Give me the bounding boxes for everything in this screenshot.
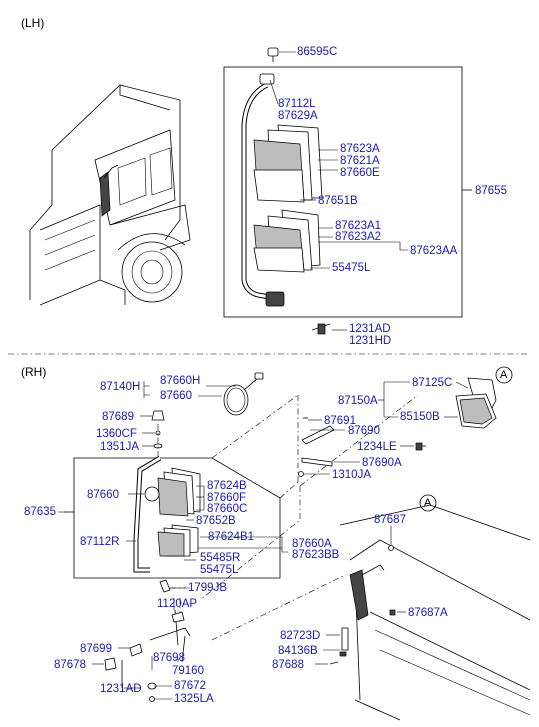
part-label-87651B[interactable]: 87651B [318, 195, 358, 207]
mirror-stay-rh [133, 455, 162, 573]
part-label-87660H[interactable]: 87660H [160, 375, 201, 387]
part-label-1310JA[interactable]: 1310JA [332, 469, 372, 481]
upper-mirror-rh [157, 467, 201, 517]
part-label-87623A2[interactable]: 87623A2 [335, 231, 382, 243]
part-label-1231HD[interactable]: 1231HD [349, 335, 392, 347]
mirror-stay-lh [241, 73, 285, 307]
screw-87688 [329, 661, 339, 665]
part-label-87687A[interactable]: 87687A [408, 607, 448, 619]
part-label-87140H[interactable]: 87140H [100, 381, 141, 393]
lh-assembly-frame [223, 66, 463, 318]
part-label-87699[interactable]: 87699 [80, 643, 112, 655]
part-label-87672[interactable]: 87672 [174, 680, 206, 692]
part-label-87125C[interactable]: 87125C [412, 377, 453, 389]
part-label-1120AP[interactable]: 1120AP [157, 598, 198, 610]
part-label-87623AA[interactable]: 87623AA [410, 245, 458, 257]
lh-leader-lines [269, 79, 408, 331]
part-label-87690A[interactable]: 87690A [362, 457, 402, 469]
part-label-87688[interactable]: 87688 [272, 659, 304, 671]
callout-a-top: A [500, 369, 508, 381]
part-label-85150B[interactable]: 85150B [400, 411, 440, 423]
part-label-87660E[interactable]: 87660E [340, 167, 380, 179]
part-label-1351JA[interactable]: 1351JA [100, 441, 140, 453]
part-label-87624B[interactable]: 87624B [207, 480, 247, 492]
part-label-87660C[interactable]: 87660C [207, 503, 248, 515]
upper-mirror-lh [253, 124, 323, 203]
rh-leader-lines [58, 381, 469, 700]
part-label-87623A1[interactable]: 87623A1 [335, 220, 382, 232]
part-label-87621A[interactable]: 87621A [340, 155, 380, 167]
part-label-87678[interactable]: 87678 [54, 659, 86, 671]
part-label-87660F[interactable]: 87660F [207, 492, 247, 504]
part-label-87635[interactable]: 87635 [24, 506, 56, 518]
part-label-87660A[interactable]: 87660A [292, 538, 332, 550]
bolt-1231AD-lh [311, 323, 331, 335]
lower-mirror-rh [157, 524, 199, 557]
cap-86595C [267, 47, 279, 62]
part-label-1325LA[interactable]: 1325LA [174, 693, 214, 705]
part-label-87660-mirror[interactable]: 87660 [160, 390, 192, 402]
part-label-84136B[interactable]: 84136B [278, 645, 318, 657]
part-label-86595C[interactable]: 86595C [297, 46, 338, 58]
small-parts-left [151, 410, 165, 449]
part-label-79160[interactable]: 79160 [172, 665, 204, 677]
part-label-87690[interactable]: 87690 [348, 425, 380, 437]
round-mirror-87660 [144, 486, 160, 502]
part-label-87112L[interactable]: 87112L [278, 98, 316, 110]
part-label-55485R[interactable]: 55485R [200, 552, 241, 564]
round-mirror-87660H [223, 372, 264, 416]
bracket-parts-87690 [298, 417, 426, 477]
part-label-1234LE[interactable]: 1234LE [357, 441, 397, 453]
part-label-87629A[interactable]: 87629A [278, 110, 318, 122]
part-label-87689[interactable]: 87689 [102, 411, 134, 423]
part-label-87652B[interactable]: 87652B [196, 515, 236, 527]
callout-a-bottom: A [424, 497, 432, 509]
rh-assembly-frame [73, 457, 281, 579]
section-title-rh: (RH) [21, 365, 47, 379]
lower-mirror-lh [253, 209, 321, 273]
wide-angle-mirror-87150A [455, 377, 497, 429]
screw-87687A [389, 609, 396, 616]
part-label-87660-frame[interactable]: 87660 [87, 489, 119, 501]
part-label-82723D[interactable]: 82723D [280, 630, 321, 642]
truck-cab-lh-illustration [29, 84, 191, 306]
part-label-1360CF[interactable]: 1360CF [96, 428, 137, 440]
part-label-87623A[interactable]: 87623A [340, 143, 380, 155]
part-label-1231AD-rh[interactable]: 1231AD [100, 683, 142, 695]
screw-87687 [388, 545, 394, 551]
truck-cab-rh-illustration [339, 504, 531, 721]
part-label-87150A[interactable]: 87150A [338, 395, 378, 407]
part-label-87655[interactable]: 87655 [475, 185, 507, 197]
part-label-87698[interactable]: 87698 [153, 652, 185, 664]
part-label-87691[interactable]: 87691 [324, 415, 356, 427]
part-label-87687[interactable]: 87687 [374, 514, 406, 526]
part-label-55475L-lh[interactable]: 55475L [332, 262, 371, 274]
part-label-87623BB[interactable]: 87623BB [292, 549, 340, 561]
lower-bracket-87698 [104, 579, 191, 702]
part-label-87624B1[interactable]: 87624B1 [208, 531, 255, 543]
part-label-1231AD-lh[interactable]: 1231AD [349, 323, 391, 335]
section-title-lh: (LH) [21, 16, 45, 30]
part-label-87112R[interactable]: 87112R [80, 536, 120, 548]
part-label-1799JB[interactable]: 1799JB [188, 582, 228, 594]
part-label-55475L-rh[interactable]: 55475L [200, 564, 239, 576]
callout-circle-a-bottom [419, 494, 437, 512]
callout-circle-a-top [495, 366, 513, 384]
